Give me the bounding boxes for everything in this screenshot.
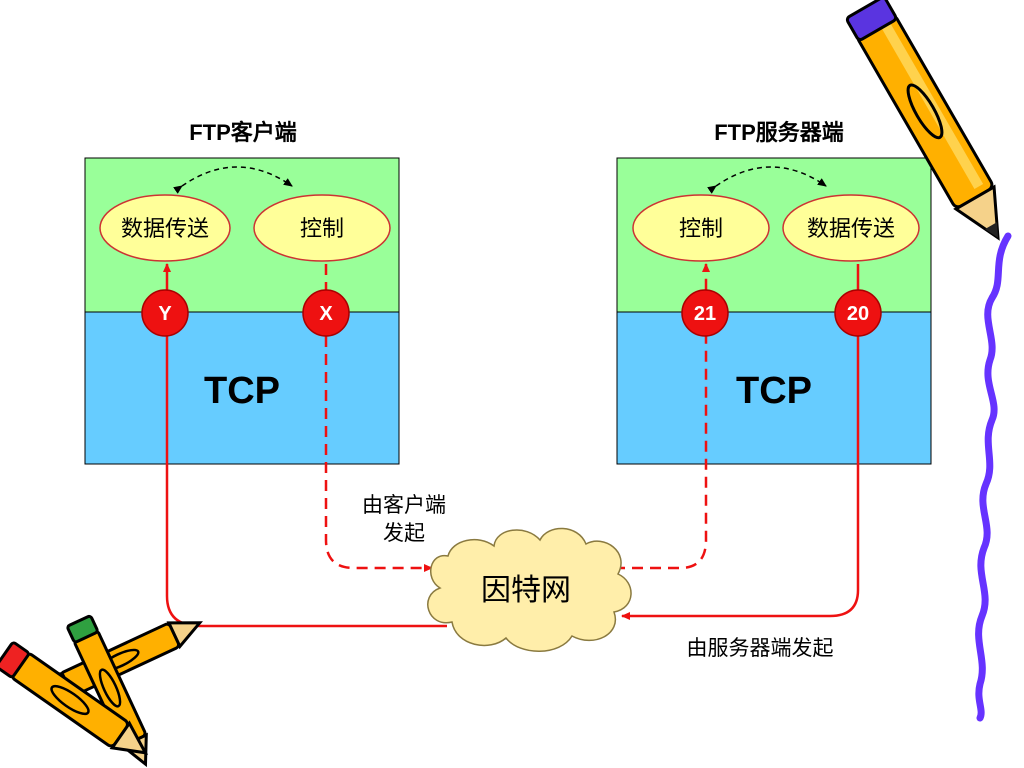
client-control-label: 控制 (300, 216, 344, 241)
client-initiated-note-line2: 发起 (383, 522, 425, 545)
server-data-connection-line (621, 264, 860, 620)
server-title: FTP服务器端 (714, 120, 844, 145)
client-control-oval (253, 194, 391, 262)
server-tcp-label: TCP (736, 370, 812, 412)
squiggle-line (975, 232, 1012, 722)
client-data-transfer-oval (99, 194, 231, 262)
port-x-label: X (319, 303, 333, 325)
server-control-connection-line (614, 263, 710, 570)
port-20: 20 (834, 289, 882, 337)
port-20-label: 20 (847, 303, 869, 325)
client-control-exchange-arrow (173, 166, 293, 194)
server-control-exchange-arrow (707, 166, 827, 194)
port-x: X (302, 289, 350, 337)
client-data-transfer-label: 数据传送 (121, 216, 209, 241)
server-tcp-layer (616, 311, 932, 465)
client-tcp-label: TCP (204, 370, 280, 412)
server-box: FTP服务器端 控制 数据传送 TCP (616, 120, 932, 465)
pencil-icon (845, 0, 1000, 241)
port-21-label: 21 (694, 303, 716, 325)
crossed-pencils-icon (0, 614, 203, 768)
server-data-transfer-oval (782, 194, 920, 262)
port-y: Y (141, 289, 189, 337)
client-initiated-note-line1: 由客户端 (362, 494, 446, 517)
port-21: 21 (681, 289, 729, 337)
internet-label: 因特网 (481, 574, 571, 607)
server-control-oval (632, 194, 770, 262)
client-tcp-layer (84, 311, 400, 465)
port-y-label: Y (158, 303, 172, 325)
client-title: FTP客户端 (189, 120, 297, 145)
client-data-connection-line (163, 263, 447, 628)
internet-cloud: 因特网 (427, 527, 632, 652)
server-data-transfer-label: 数据传送 (807, 216, 895, 241)
server-control-label: 控制 (679, 216, 723, 241)
cloud-icon (427, 527, 632, 652)
server-initiated-note: 由服务器端发起 (687, 637, 834, 660)
client-control-connection-line (324, 264, 433, 572)
client-box: FTP客户端 数据传送 控制 TCP (84, 120, 400, 465)
